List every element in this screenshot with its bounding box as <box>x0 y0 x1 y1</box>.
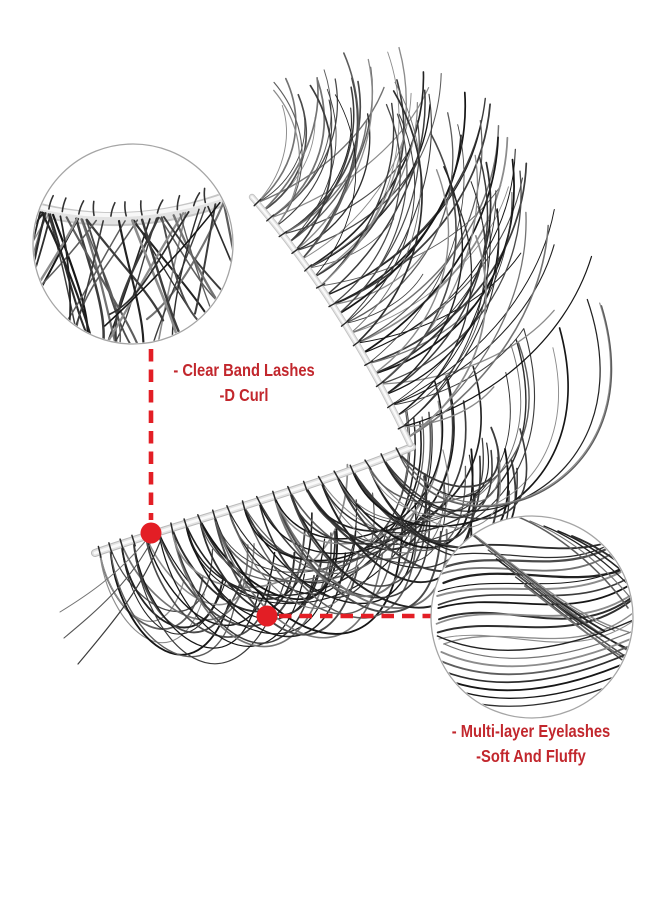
callout-annotations <box>140 349 446 627</box>
callout-label-clear-band: - Clear Band Lashes -D Curl <box>110 358 379 407</box>
callout-text-line: -Soft And Fluffy <box>476 745 586 766</box>
feature-dot-clear-band <box>140 522 162 544</box>
magnifier-circle-fluffy-detail <box>430 515 634 719</box>
callout-label-multi-layer: - Multi-layer Eyelashes -Soft And Fluffy <box>397 719 660 768</box>
callout-text-line: -D Curl <box>219 384 269 405</box>
callout-text-line: - Multi-layer Eyelashes <box>451 721 611 741</box>
magnifier-circle-band-detail <box>32 143 234 345</box>
feature-dot-multi-layer <box>256 605 278 627</box>
main-lash-strip <box>59 46 613 665</box>
callout-text-line: - Clear Band Lashes <box>173 360 315 380</box>
